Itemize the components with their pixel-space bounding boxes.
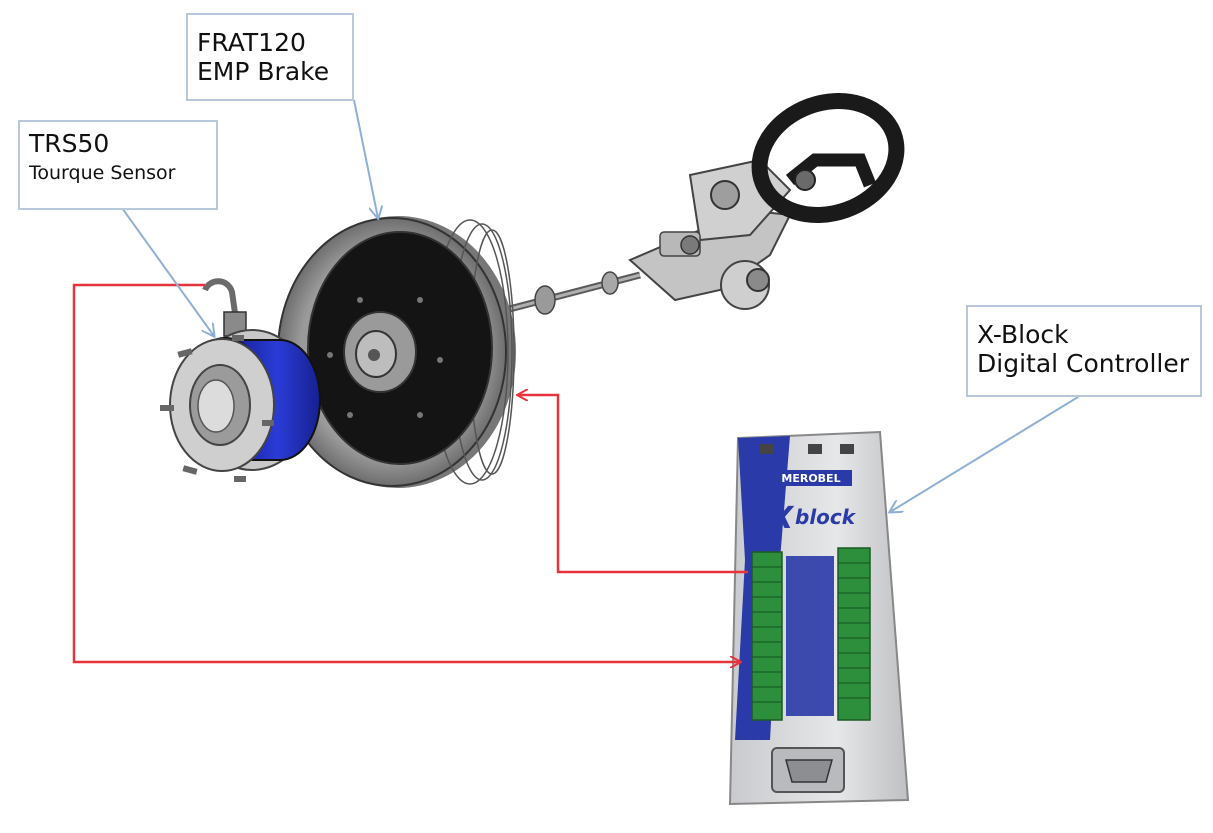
controller-label-box: X-Block Digital Controller <box>966 305 1202 397</box>
terminal-block-right <box>837 547 871 721</box>
brake-type-label: EMP Brake <box>197 56 330 86</box>
leader-sensor <box>121 207 214 336</box>
xblock-controller: MEROBEL X block <box>728 430 910 806</box>
steering-shaft <box>497 271 641 316</box>
brake-model-label: FRAT120 <box>197 28 306 57</box>
sensor-type-label: Tourque Sensor <box>29 161 176 184</box>
leader-brake <box>353 99 378 218</box>
product-label: block <box>795 505 857 529</box>
brake-wheel <box>277 216 516 488</box>
leader-controller <box>890 396 1079 512</box>
brand-plate <box>770 470 852 486</box>
controller-model-label: X-Block <box>977 320 1069 349</box>
steering-wheel <box>751 93 905 223</box>
controller-type-label: Digital Controller <box>977 348 1189 378</box>
terminal-block-left <box>751 551 783 721</box>
brake-label-box: FRAT120 EMP Brake <box>186 13 354 101</box>
wire-sensor-to-controller <box>72 283 740 662</box>
torque-sensor <box>160 278 321 482</box>
brand-label: MEROBEL <box>781 472 840 485</box>
svg-text:X: X <box>768 501 795 536</box>
steering-column <box>628 158 792 310</box>
sensor-model-label: TRS50 <box>29 129 110 158</box>
sensor-label-box: TRS50 Tourque Sensor <box>18 120 218 210</box>
db9-connector <box>771 747 845 793</box>
wire-controller-to-brake <box>518 395 748 574</box>
